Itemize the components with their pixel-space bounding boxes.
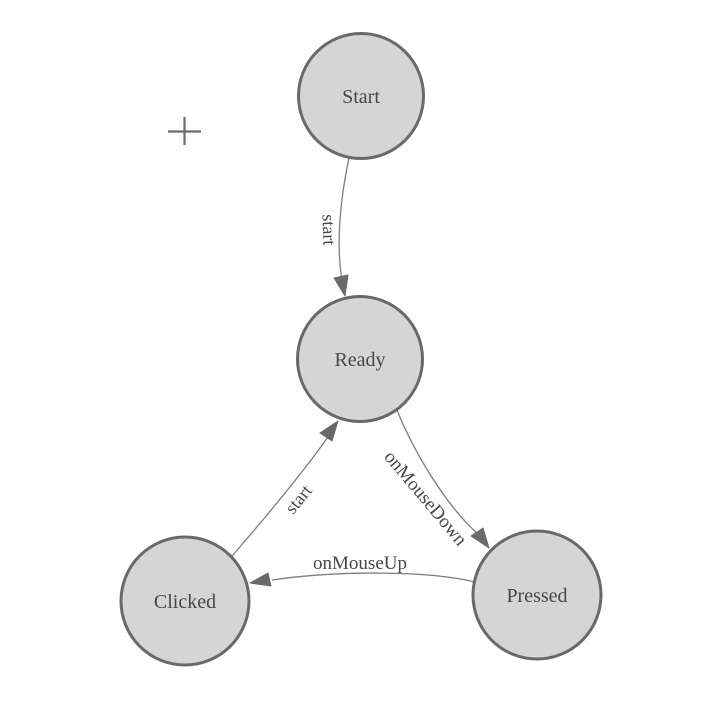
edge-line bbox=[396, 409, 480, 536]
edge-pressed-to-clicked[interactable]: onMouseUp bbox=[249, 553, 476, 587]
state-label: Start bbox=[342, 86, 380, 108]
edge-line bbox=[338, 157, 350, 281]
state-node-ready[interactable]: Ready bbox=[296, 295, 424, 423]
state-label: Ready bbox=[334, 349, 385, 371]
state-node-start[interactable]: Start bbox=[297, 32, 425, 160]
state-circle bbox=[297, 32, 425, 160]
edge-line bbox=[231, 433, 331, 557]
edge-start-to-ready[interactable]: start bbox=[318, 157, 350, 297]
edge-label: onMouseUp bbox=[313, 553, 407, 574]
arrowhead-icon bbox=[319, 420, 339, 442]
edge-ready-to-pressed[interactable]: onMouseDown bbox=[380, 409, 490, 551]
arrowhead-icon bbox=[333, 274, 349, 297]
state-node-pressed[interactable]: Pressed bbox=[471, 529, 603, 661]
edge-label: onMouseDown bbox=[380, 447, 472, 551]
state-circle bbox=[119, 535, 251, 667]
edge-label: start bbox=[318, 214, 339, 246]
state-circle bbox=[296, 295, 424, 423]
arrowhead-icon bbox=[470, 527, 490, 549]
state-label: Clicked bbox=[154, 591, 216, 613]
edge-label: start bbox=[281, 481, 316, 518]
edge-line bbox=[271, 572, 476, 583]
arrowhead-icon bbox=[249, 572, 272, 587]
plus-icon bbox=[168, 117, 201, 145]
state-circle bbox=[471, 529, 603, 661]
edge-clicked-to-ready[interactable]: start bbox=[231, 420, 339, 557]
state-label: Pressed bbox=[506, 585, 567, 607]
state-node-clicked[interactable]: Clicked bbox=[119, 535, 251, 667]
